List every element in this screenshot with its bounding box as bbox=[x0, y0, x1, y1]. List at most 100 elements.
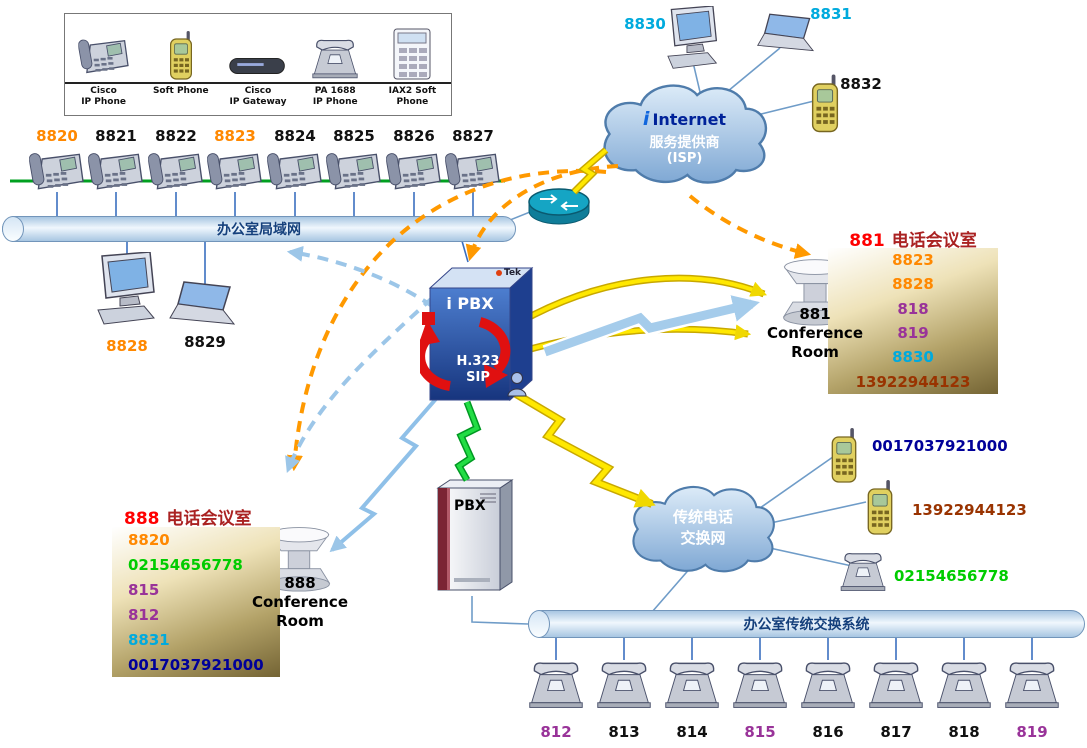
pstn-switch-bus: 办公室传统交换系统 bbox=[528, 610, 1085, 638]
soft-phone-icon bbox=[165, 29, 197, 81]
legacy-pbx-server: PBX bbox=[430, 476, 518, 600]
conf881-member-list: 8823 8828 818 819 8830 13922944123 bbox=[828, 248, 998, 394]
isp-label-en: (ISP) bbox=[666, 151, 703, 166]
analog-phone-icon bbox=[934, 656, 994, 712]
phone-number-8821: 8821 bbox=[95, 127, 137, 145]
ipbx-name-label: i PBX bbox=[446, 294, 494, 313]
conf881-title: 881 电话会议室 bbox=[828, 226, 998, 251]
conf888-member: 815 bbox=[128, 580, 160, 599]
conf881-member: 818 bbox=[897, 299, 929, 318]
ip-phone-icon bbox=[148, 146, 204, 198]
ip-phone-icon bbox=[445, 146, 501, 198]
conf888-room-label: 888 Conference Room bbox=[251, 574, 348, 630]
legend-label: PA 1688 bbox=[314, 86, 356, 96]
tek-logo: Tek bbox=[496, 268, 521, 278]
legend-item-soft-phone: Soft Phone bbox=[142, 14, 220, 115]
phone-number-8825: 8825 bbox=[333, 127, 375, 145]
pstn-phone-812: 812 bbox=[540, 723, 572, 741]
ipbx-pbx-lightning bbox=[454, 400, 482, 482]
laptop-computer-icon bbox=[168, 280, 242, 332]
ip-phone-icon bbox=[88, 146, 144, 198]
conf888-number: 888 bbox=[124, 509, 160, 529]
pbx-vent-grill bbox=[480, 493, 496, 503]
ipbx-server: Tek i PBX H.323 SIP bbox=[420, 258, 536, 404]
pstn-cloud-line1: 传统电话 bbox=[672, 508, 733, 526]
phone-number-8823: 8823 bbox=[214, 127, 256, 145]
analog-phone-icon bbox=[730, 656, 790, 712]
legend-label: Cisco bbox=[244, 86, 272, 96]
pstn-cellphone-icon bbox=[862, 478, 898, 536]
conf888-title-text: 电话会议室 bbox=[166, 509, 252, 529]
desktop-computer-icon bbox=[92, 252, 162, 326]
pstn-phone-815: 815 bbox=[744, 723, 776, 741]
analog-phone-icon bbox=[526, 656, 586, 712]
pstn-phone-814: 814 bbox=[676, 723, 708, 741]
analog-phone-icon bbox=[798, 656, 858, 712]
pstn-number-02154656778: 02154656778 bbox=[894, 567, 1009, 585]
conf881-title-text: 电话会议室 bbox=[891, 231, 977, 251]
ipbx-proto-sip: SIP bbox=[466, 370, 490, 385]
pstn-number-13922944123: 13922944123 bbox=[912, 501, 1027, 519]
pstn-phone-819: 819 bbox=[1016, 723, 1048, 741]
conf881-member: 8830 bbox=[892, 348, 934, 367]
conf888-member: 8831 bbox=[128, 630, 170, 649]
remote-number-8832: 8832 bbox=[840, 75, 882, 93]
phone-number-8822: 8822 bbox=[155, 127, 197, 145]
conf888-title: 888 电话会议室 bbox=[124, 504, 252, 529]
ip-phone-icon bbox=[207, 146, 263, 198]
pstn-phone-818: 818 bbox=[948, 723, 980, 741]
pbx-name-label: PBX bbox=[454, 498, 486, 514]
legend-label: IAX2 Soft bbox=[388, 86, 437, 96]
ipbx-conf888-lightning bbox=[329, 389, 445, 553]
legend-label: Cisco bbox=[90, 86, 117, 96]
pstn-phone-816: 816 bbox=[812, 723, 844, 741]
conf881-room-label: 881 Conference Room bbox=[766, 305, 863, 361]
conf881-member: 13922944123 bbox=[855, 372, 971, 391]
computer-number-8828: 8828 bbox=[106, 337, 148, 355]
office-lan-label: 办公室局域网 bbox=[217, 222, 301, 238]
computer-number-8829: 8829 bbox=[184, 333, 226, 351]
router-icon bbox=[524, 184, 594, 228]
pstn-phone-817: 817 bbox=[880, 723, 912, 741]
remote-desktop-icon bbox=[662, 6, 724, 70]
internet-logo-icon: i bbox=[642, 108, 650, 130]
pstn-cloud: 传统电话 交换网 bbox=[618, 480, 788, 580]
conf888-member: 0017037921000 bbox=[128, 655, 264, 674]
iax2-softphone-icon bbox=[393, 28, 431, 80]
pbx-box-graphic bbox=[436, 479, 514, 591]
ipbx-proto-h323: H.323 bbox=[456, 354, 500, 369]
cisco-gateway-icon bbox=[229, 57, 285, 74]
phone-number-8827: 8827 bbox=[452, 127, 494, 145]
remote-number-8830: 8830 bbox=[624, 15, 666, 33]
pstn-cellphone-icon bbox=[826, 426, 862, 484]
analog-phone-icon bbox=[1002, 656, 1062, 712]
phone-number-8826: 8826 bbox=[393, 127, 435, 145]
cisco-ip-phone-icon bbox=[78, 33, 130, 81]
pstn-switch-label: 办公室传统交换系统 bbox=[743, 617, 870, 633]
ip-phone-icon bbox=[267, 146, 323, 198]
pstn-cloud-line2: 交换网 bbox=[680, 529, 726, 547]
office-lan-bus: 办公室局域网 bbox=[2, 216, 516, 242]
internet-name: Internet bbox=[652, 110, 727, 129]
pa1688-phone-icon bbox=[309, 35, 361, 81]
conf881-member: 819 bbox=[897, 324, 929, 343]
conf881-member: 8828 bbox=[892, 275, 934, 294]
legend-label: Soft Phone bbox=[152, 86, 209, 96]
isp-label-cn: 服务提供商 bbox=[649, 135, 720, 151]
ip-phone-icon bbox=[326, 146, 382, 198]
analog-phone-icon bbox=[594, 656, 654, 712]
pstn-phone-813: 813 bbox=[608, 723, 640, 741]
conf881-number: 881 bbox=[849, 231, 885, 251]
pstn-number-0017037921000: 0017037921000 bbox=[872, 437, 1008, 455]
ipbx-conf881-arrow bbox=[542, 295, 760, 359]
pstn-deskphone-icon bbox=[838, 548, 888, 594]
ip-phone-icon bbox=[386, 146, 442, 198]
conf888-member-list: 8820 02154656778 815 812 8831 0017037921… bbox=[112, 527, 280, 677]
